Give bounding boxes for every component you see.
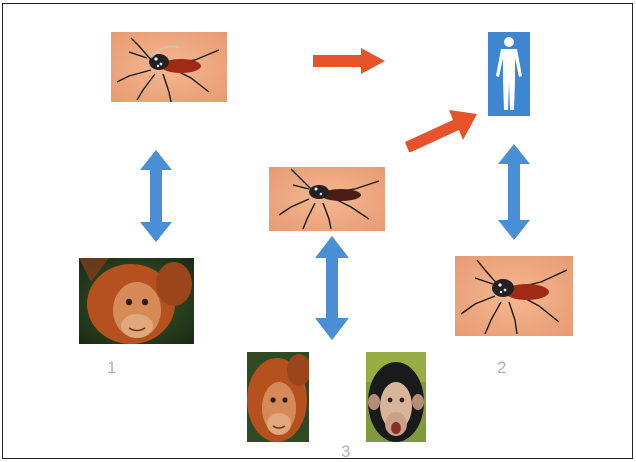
- diagram-frame: 1 2 3: [2, 3, 633, 459]
- blue-double-arrow-left: [140, 150, 172, 242]
- mosquito-photo-center: [269, 167, 385, 231]
- orangutan-photo-left: [79, 258, 194, 344]
- human-silhouette-icon: [488, 32, 530, 116]
- label-3: 3: [341, 442, 350, 459]
- chimpanzee-photo: [366, 352, 426, 442]
- label-2: 2: [497, 358, 506, 378]
- mosquito-photo-top-left: [111, 32, 227, 102]
- orange-arrow-right: [313, 46, 385, 76]
- blue-double-arrow-center: [315, 236, 349, 340]
- mosquito-photo-right: [455, 256, 573, 336]
- orange-arrow-diagonal: [405, 106, 477, 152]
- orangutan-photo-bottom: [247, 352, 309, 442]
- blue-double-arrow-right: [498, 144, 530, 240]
- label-1: 1: [107, 358, 116, 378]
